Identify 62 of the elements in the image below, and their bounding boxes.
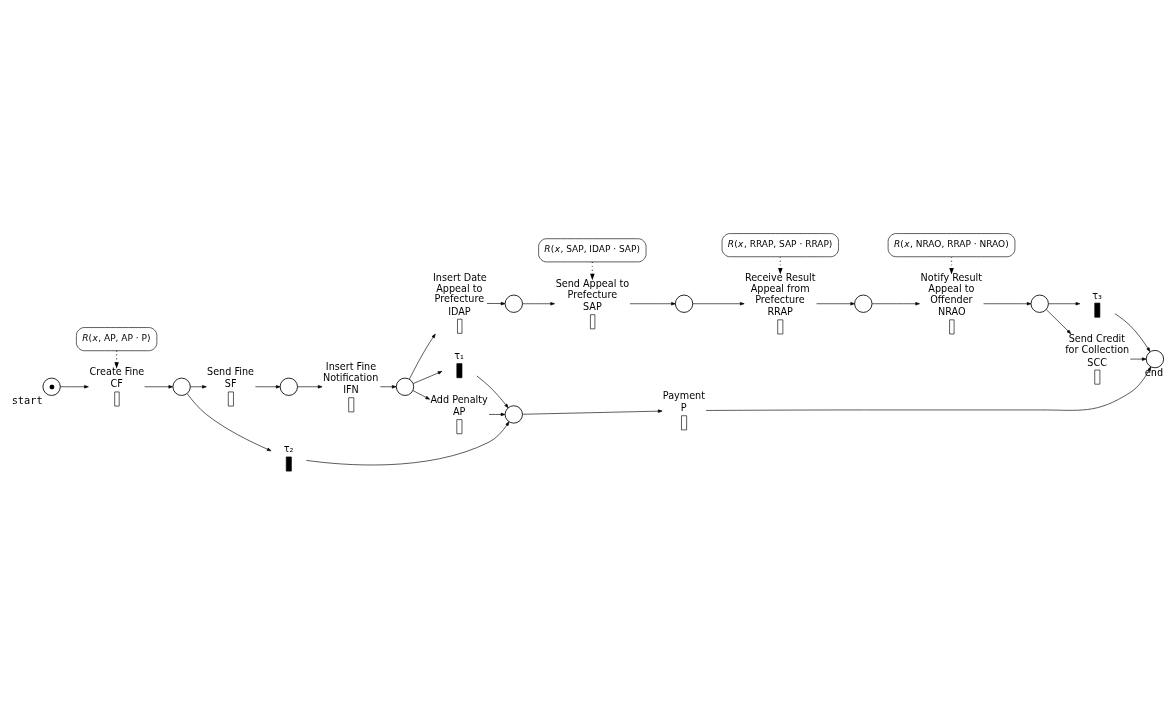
node-label: RRAP — [767, 305, 793, 317]
arrow — [486, 301, 506, 305]
arrow — [871, 301, 920, 305]
node-label: IFN — [343, 383, 359, 395]
node-label: IDAP — [448, 305, 471, 317]
arrow — [522, 301, 555, 305]
node-box: R(x, SAP, IDAP · SAP) — [538, 237, 647, 262]
arrow — [186, 392, 272, 451]
arrow — [409, 333, 436, 379]
node-label: Send Appeal to Prefecture — [555, 277, 630, 300]
arrow — [488, 412, 506, 416]
arrow — [1046, 308, 1072, 334]
node-label: SAP — [582, 300, 602, 312]
node-label: Insert Fine Notification — [322, 360, 379, 383]
node-label: start — [11, 393, 43, 406]
arrow — [412, 370, 443, 384]
node-label: τ₁ — [454, 349, 464, 361]
node-circle — [42, 377, 61, 396]
arrow — [412, 389, 430, 400]
node-box: R(x, RRAP, SAP · RRAP) — [721, 232, 839, 257]
arrow — [629, 301, 676, 305]
arrow — [60, 384, 89, 388]
node-box: R(x, NRAO, RRAP · NRAO) — [887, 232, 1016, 257]
arrow — [297, 384, 323, 388]
node-label: SCC — [1087, 356, 1107, 368]
node-circle — [674, 294, 694, 313]
node-label: τ₃ — [1092, 289, 1102, 301]
node-label: CF — [110, 377, 123, 389]
node-label: NRAO — [938, 305, 966, 317]
node-label: Insert Date Appeal to Prefecture — [433, 271, 487, 304]
node-label: SF — [224, 377, 237, 389]
arrow — [144, 384, 173, 388]
arrow — [379, 384, 397, 388]
node-label: Notify Result Appeal to Offender — [920, 271, 982, 305]
node-circle — [279, 377, 298, 396]
node-circle — [395, 377, 415, 396]
arrow — [983, 301, 1032, 305]
node-label: Payment — [662, 389, 706, 401]
arrow — [1129, 356, 1147, 361]
node-label: P — [680, 401, 687, 413]
node-label: Send Credit for Collection — [1065, 332, 1130, 355]
node-label: Send Fine — [207, 365, 254, 377]
node-label: τ₂ — [283, 442, 294, 454]
arrow — [476, 375, 509, 408]
node-label: Create Fine — [89, 365, 145, 377]
node-circle — [854, 294, 873, 313]
node-circle — [1030, 294, 1049, 313]
node-circle — [172, 377, 191, 396]
arrow — [1114, 312, 1151, 352]
node-label: end — [1144, 365, 1164, 378]
arrow — [522, 409, 663, 415]
arrow — [692, 301, 745, 305]
node-label: AP — [452, 405, 466, 417]
node-circle — [1145, 349, 1165, 368]
node-label: Add Penalty — [430, 393, 488, 405]
node-circle — [504, 294, 523, 313]
arrow — [1048, 301, 1081, 305]
arrow — [816, 301, 855, 305]
node-box: R(x, AP, AP · P) — [76, 326, 158, 351]
arrow — [255, 384, 281, 388]
node-label: Receive Result Appeal from Prefecture — [744, 271, 816, 305]
arrow — [190, 384, 207, 388]
